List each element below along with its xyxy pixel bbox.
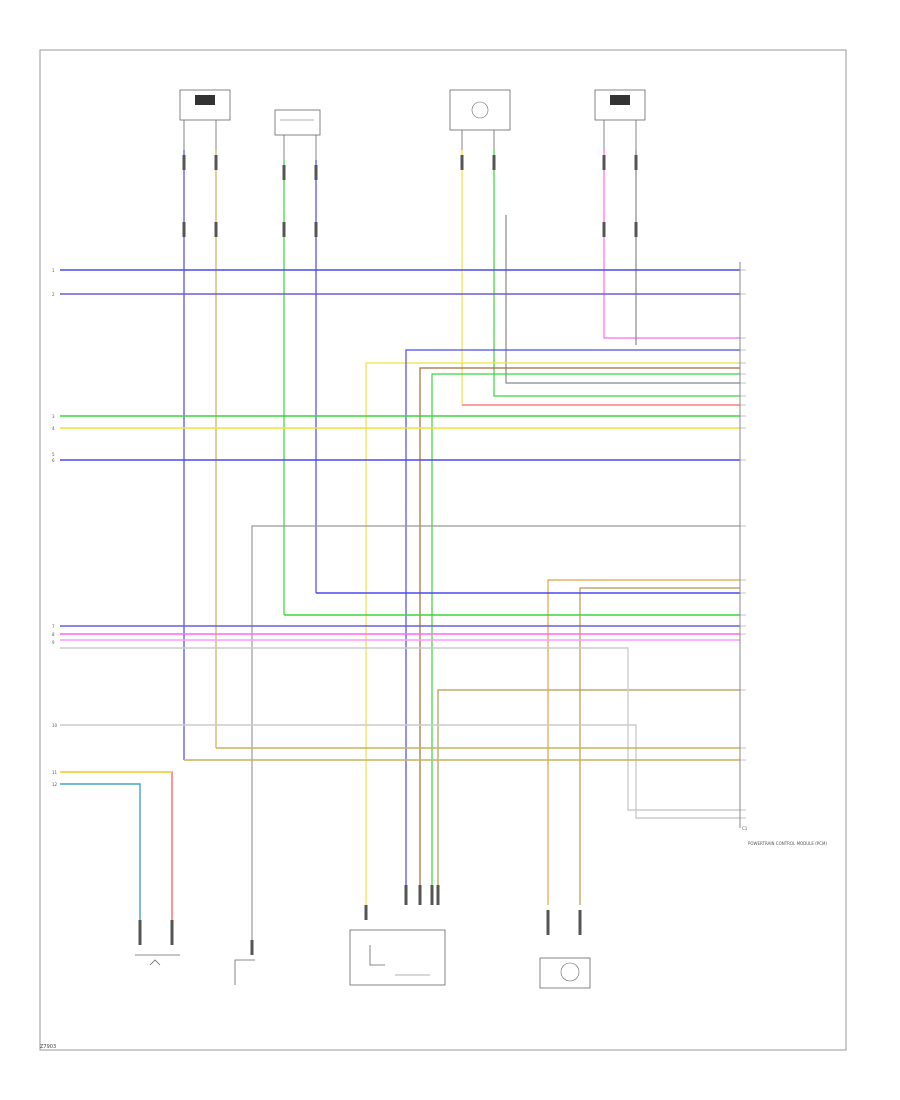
connector-label: C1 [742, 826, 748, 831]
sensor-top-1 [179, 89, 231, 150]
svg-text:4: 4 [52, 426, 55, 431]
svg-text:3: 3 [52, 414, 55, 419]
diagram-code: Z7903 [40, 1044, 56, 1050]
svg-text:6: 6 [52, 458, 55, 463]
svg-text:10: 10 [52, 723, 58, 728]
svg-text:7: 7 [52, 624, 55, 629]
svg-text:2: 2 [52, 292, 55, 297]
left-labels: 1 2 3 4 5 6 7 8 9 10 11 12 [52, 268, 58, 787]
vertical-wires [183, 150, 740, 955]
switch-bottom [234, 940, 255, 985]
connector-ticks-top [182, 155, 638, 237]
sensor-bottom-center [349, 885, 446, 986]
sensor-bottom-right [539, 910, 591, 989]
svg-text:1: 1 [52, 268, 55, 273]
sensor-bottom-left [135, 920, 180, 966]
svg-text:8: 8 [52, 632, 55, 637]
horizontal-wires [60, 269, 740, 920]
svg-text:11: 11 [52, 770, 58, 775]
pcm-connector: C1 [739, 262, 748, 831]
sensor-top-4 [594, 89, 646, 150]
sensor-top-2 [274, 109, 321, 160]
svg-text:9: 9 [52, 640, 55, 645]
svg-text:12: 12 [52, 782, 58, 787]
module-caption: POWERTRAIN CONTROL MODULE (PCM) [748, 841, 827, 846]
sensor-top-3 [449, 89, 511, 150]
diagram-border [39, 49, 847, 1051]
svg-text:5: 5 [52, 452, 55, 457]
